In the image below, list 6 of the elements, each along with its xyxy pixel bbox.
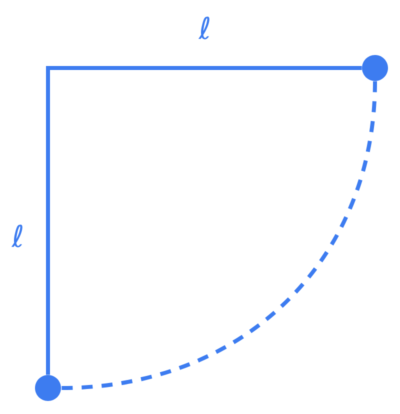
ball xyxy=(35,375,61,401)
length-label: ℓ xyxy=(11,224,22,248)
ball xyxy=(362,55,388,81)
swing-path xyxy=(61,81,377,390)
length-label: ℓ xyxy=(198,16,210,40)
rod xyxy=(46,66,362,375)
